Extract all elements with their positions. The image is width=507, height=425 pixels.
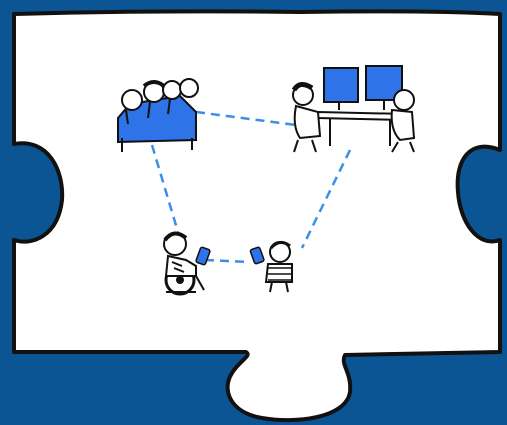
link-sofa-wheelchair <box>150 144 180 233</box>
network-connections <box>150 110 352 264</box>
child-with-phone <box>249 241 293 293</box>
person-in-wheelchair-with-phone <box>163 231 211 296</box>
link-computers-child <box>300 149 352 249</box>
people-at-computers <box>291 65 416 153</box>
group-on-sofa <box>117 78 199 152</box>
link-sofa-computers <box>195 110 297 127</box>
link-phones <box>204 258 251 264</box>
